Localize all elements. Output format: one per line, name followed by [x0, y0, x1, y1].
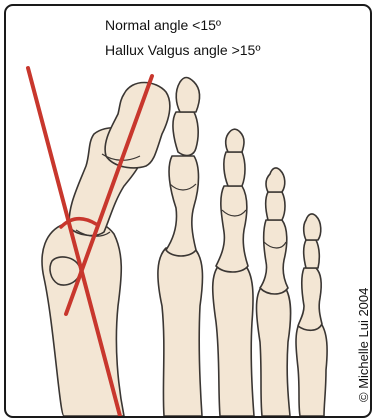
foot-skeleton-illustration: [6, 6, 370, 416]
fourth-distal-phalanx: [266, 168, 285, 192]
fifth-middle-phalanx: [304, 240, 320, 268]
fifth-proximal-phalanx: [298, 268, 322, 330]
third-distal-phalanx: [226, 129, 244, 152]
illustration-frame: Normal angle <15º Hallux Valgus angle >1…: [4, 4, 372, 418]
sesamoid-bone: [50, 257, 80, 285]
second-distal-phalanx: [176, 78, 199, 113]
fourth-metatarsal: [257, 286, 291, 416]
hallux-valgus-angle-label: Hallux Valgus angle >15º: [105, 42, 260, 58]
fourth-middle-phalanx: [266, 192, 285, 220]
second-middle-phalanx: [173, 112, 198, 155]
normal-angle-label: Normal angle <15º: [105, 17, 221, 33]
third-middle-phalanx: [224, 152, 245, 186]
fifth-distal-phalanx: [304, 214, 321, 240]
third-metatarsal: [213, 264, 254, 416]
second-proximal-phalanx: [166, 156, 199, 256]
third-proximal-phalanx: [216, 186, 248, 272]
fourth-proximal-phalanx: [260, 220, 288, 294]
first-distal-phalanx: [105, 83, 170, 168]
second-metatarsal: [158, 248, 203, 416]
fifth-metatarsal: [296, 322, 327, 416]
copyright-credit: © Michelle Lui 2004: [356, 288, 371, 402]
